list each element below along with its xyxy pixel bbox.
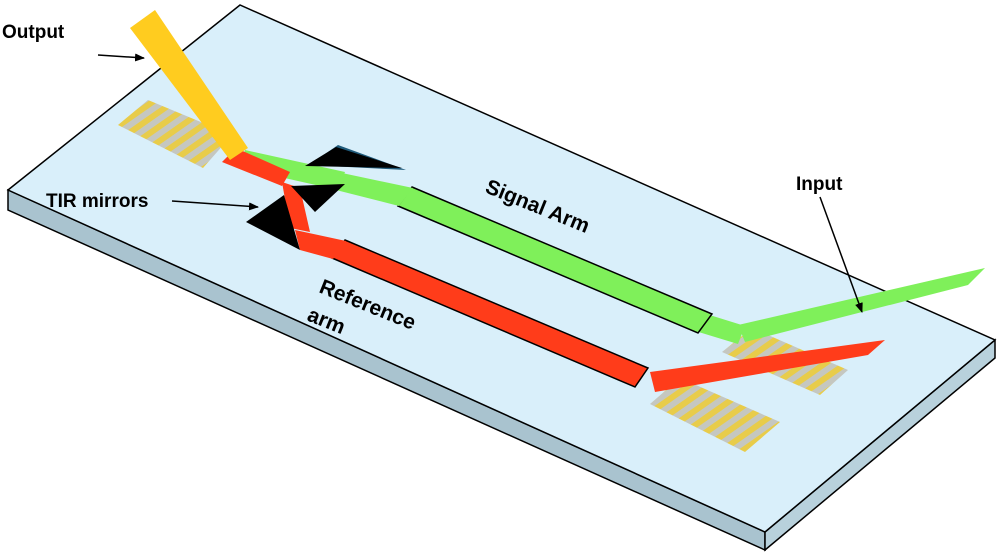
- input-arrow: [819, 196, 863, 313]
- output-arrow: [97, 53, 145, 62]
- signal-joint-waveguide: [336, 173, 413, 206]
- tir-mirror-lower: [246, 195, 300, 250]
- reference-output-waveguide: [222, 148, 290, 186]
- contact-pad-reference: [650, 378, 780, 452]
- output-beam: [130, 10, 248, 160]
- output-label: Output: [2, 22, 65, 43]
- tir-mirrors-arrow: [171, 200, 259, 211]
- tir-mirror-middle: [291, 184, 345, 212]
- tir-mirror-top: [305, 147, 402, 168]
- input-label: Input: [796, 174, 843, 195]
- reference-input-waveguide: [650, 340, 885, 392]
- signal-output-waveguide: [240, 150, 345, 190]
- reference-joint-waveguide: [295, 230, 346, 259]
- contact-pad-output: [118, 100, 232, 168]
- tir-mirrors-label: TIR mirrors: [46, 191, 148, 212]
